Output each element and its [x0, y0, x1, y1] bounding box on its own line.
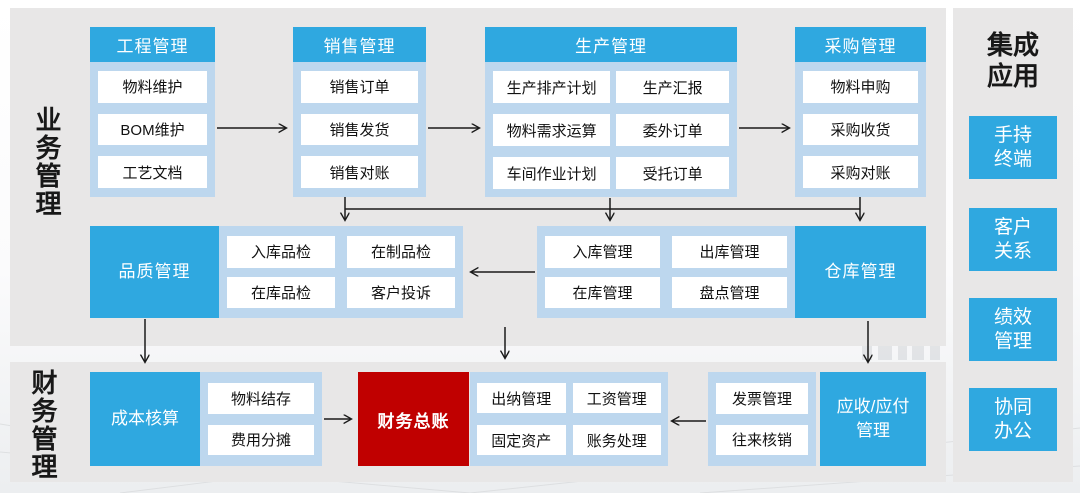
module-box: 发票管理: [716, 383, 808, 414]
sales-header: 销售管理: [293, 27, 426, 62]
module-box: 生产排产计划: [493, 71, 611, 103]
module-box: 盘点管理: [672, 276, 787, 308]
sales-section: 销售管理 销售订单 销售发货 销售对账: [293, 27, 426, 197]
procurement-header: 采购管理: [795, 27, 926, 62]
module-box: BOM维护: [98, 113, 207, 146]
module-box: 出纳管理: [477, 383, 566, 413]
business-management-label: 业务管理: [32, 106, 62, 218]
module-box: 在制品检: [347, 236, 455, 268]
module-box: 采购收货: [803, 113, 918, 146]
treasury-items: 出纳管理 工资管理 固定资产 账务处理: [470, 372, 668, 466]
module-box: 在库品检: [227, 276, 335, 308]
module-box: 账务处理: [572, 425, 661, 455]
finance-management-label: 财务管理: [28, 369, 58, 481]
integration-item-collaboration: 协同 办公: [969, 388, 1057, 451]
module-box: 销售发货: [301, 113, 418, 146]
module-box: 入库管理: [545, 236, 660, 268]
module-box: 入库品检: [227, 236, 335, 268]
invoice-items: 发票管理 往来核销: [708, 372, 816, 466]
engineering-header: 工程管理: [90, 27, 215, 62]
module-box: 车间作业计划: [493, 157, 611, 189]
module-box: 固定资产: [477, 425, 566, 455]
module-box: 委外订单: [616, 114, 729, 146]
cost-accounting-box: 成本核算: [90, 372, 200, 466]
procurement-body: 物料申购 采购收货 采购对账: [795, 62, 926, 197]
quality-label: 品质管理: [90, 226, 219, 318]
integration-item-handheld: 手持 终端: [969, 116, 1057, 179]
module-box: 往来核销: [716, 424, 808, 455]
sales-body: 销售订单 销售发货 销售对账: [293, 62, 426, 197]
ar-ap-box: 应收/应付 管理: [820, 372, 926, 466]
warehouse-cluster: 入库管理 出库管理 在库管理 盘点管理 仓库管理: [537, 226, 926, 318]
warehouse-items: 入库管理 出库管理 在库管理 盘点管理: [537, 226, 795, 318]
quality-cluster: 品质管理 入库品检 在制品检 在库品检 客户投诉: [90, 226, 463, 318]
integration-title: 集成 应用: [986, 30, 1039, 92]
engineering-body: 物料维护 BOM维护 工艺文档: [90, 62, 215, 197]
module-box: 物料维护: [98, 71, 207, 103]
module-box: 物料申购: [803, 71, 918, 103]
quality-items: 入库品检 在制品检 在库品检 客户投诉: [219, 226, 463, 318]
production-header: 生产管理: [485, 27, 737, 62]
general-ledger-box: 财务总账: [358, 372, 469, 466]
module-box: 客户投诉: [347, 276, 455, 308]
integration-item-performance: 绩效 管理: [969, 298, 1057, 361]
module-box: 销售订单: [301, 71, 418, 103]
module-box: 出库管理: [672, 236, 787, 268]
module-box: 费用分摊: [208, 424, 314, 455]
module-box: 在库管理: [545, 276, 660, 308]
module-box: 工资管理: [572, 383, 661, 413]
module-box: 物料需求运算: [493, 114, 611, 146]
module-box: 销售对账: [301, 156, 418, 189]
module-box: 采购对账: [803, 156, 918, 189]
warehouse-label: 仓库管理: [795, 226, 926, 318]
module-box: 受托订单: [616, 157, 729, 189]
cost-items: 物料结存 费用分摊: [200, 372, 322, 466]
integration-item-crm: 客户 关系: [969, 208, 1057, 271]
engineering-section: 工程管理 物料维护 BOM维护 工艺文档: [90, 27, 215, 197]
production-section: 生产管理 生产排产计划 生产汇报 物料需求运算 委外订单 车间作业计划 受托订单: [485, 27, 737, 197]
module-box: 工艺文档: [98, 156, 207, 189]
module-box: 生产汇报: [616, 71, 729, 103]
production-body: 生产排产计划 生产汇报 物料需求运算 委外订单 车间作业计划 受托订单: [485, 62, 737, 197]
module-box: 物料结存: [208, 383, 314, 414]
procurement-section: 采购管理 物料申购 采购收货 采购对账: [795, 27, 926, 197]
